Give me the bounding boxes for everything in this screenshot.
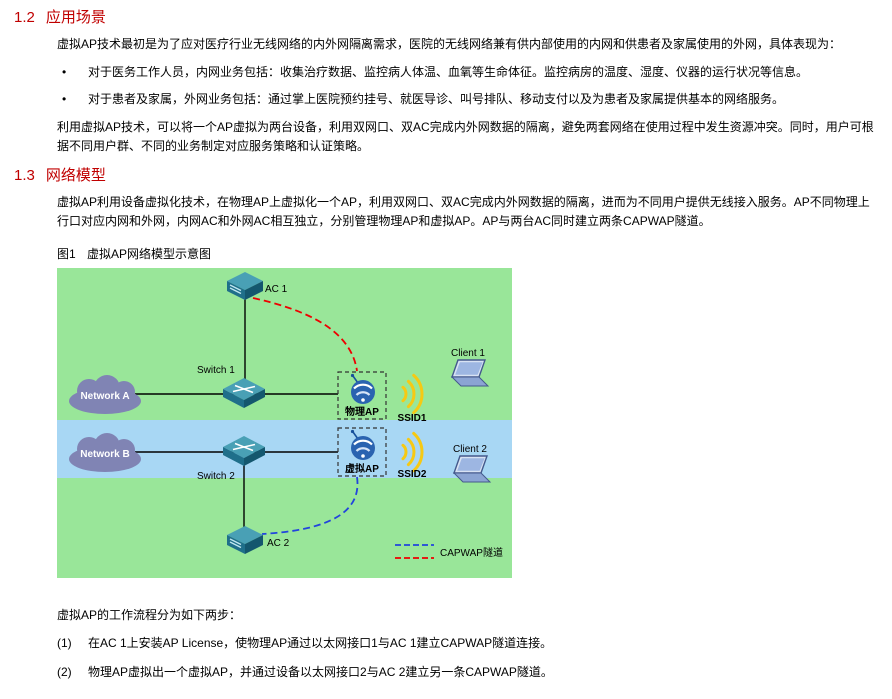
legend-capwap-label: CAPWAP隧道: [440, 546, 503, 559]
bullet-list: • 对于医务工作人员，内网业务包括：收集治疗数据、监控病人体温、血氧等生命体征。…: [57, 64, 874, 108]
figure-caption: 图1 虚拟AP网络模型示意图: [57, 245, 874, 262]
step-item: (1) 在AC 1上安装AP License，使物理AP通过以太网接口1与AC …: [57, 635, 874, 652]
step-text: 在AC 1上安装AP License，使物理AP通过以太网接口1与AC 1建立C…: [88, 636, 553, 650]
bullet-marker: •: [62, 65, 67, 79]
switch1-label: Switch 1: [197, 365, 235, 376]
capwap-tunnel-ac2: [261, 476, 359, 535]
closing-paragraph: 利用虚拟AP技术，可以将一个AP虚拟为两台设备，利用双网口、双AC完成内外网数据…: [57, 120, 874, 153]
bullet-item: • 对于患者及家属，外网业务包括：通过掌上医院预约挂号、就医导诊、叫号排队、移动…: [57, 91, 874, 108]
model-paragraph: 虚拟AP利用设备虚拟化技术，在物理AP上虚拟化一个AP，利用双网口、双AC完成内…: [57, 195, 870, 228]
figure-label: 图1: [57, 247, 76, 261]
ssid2-label: SSID2: [398, 469, 427, 480]
ssid1-label: SSID1: [398, 413, 427, 424]
section-title: 网络模型: [45, 167, 106, 184]
switch2-label: Switch 2: [197, 471, 235, 482]
step-item: (2) 物理AP虚拟出一个虚拟AP，并通过设备以太网接口2与AC 2建立另一条C…: [57, 664, 874, 681]
network-model-diagram: AC 1 Switch 1 Network A 物理AP SSID1 Clien…: [57, 268, 512, 578]
virtual-ap-label: 虚拟AP: [345, 462, 379, 475]
network-b-label: Network B: [80, 449, 129, 460]
section-number: 1.3: [14, 167, 35, 184]
client1-label: Client 1: [451, 348, 485, 359]
bullet-text: 对于患者及家属，外网业务包括：通过掌上医院预约挂号、就医导诊、叫号排队、移动支付…: [88, 92, 785, 106]
ac2-label: AC 2: [267, 538, 290, 549]
section-number: 1.2: [14, 9, 35, 26]
bullet-marker: •: [62, 92, 67, 106]
capwap-tunnel-ac1: [252, 297, 358, 372]
client2-label: Client 2: [453, 444, 487, 455]
network-a-label: Network A: [80, 391, 129, 402]
step-number: (1): [57, 636, 72, 650]
document-page: 1.2 应用场景 虚拟AP技术最初是为了应对医疗行业无线网络的内外网隔离需求，医…: [14, 6, 876, 681]
bullet-item: • 对于医务工作人员，内网业务包括：收集治疗数据、监控病人体温、血氧等生命体征。…: [57, 64, 874, 81]
physical-ap-dashed-box: [337, 371, 387, 420]
step-text: 物理AP虚拟出一个虚拟AP，并通过设备以太网接口2与AC 2建立另一条CAPWA…: [88, 665, 553, 679]
section-applications-body: 虚拟AP技术最初是为了应对医疗行业无线网络的内外网隔离需求，医院的无线网络兼有供…: [57, 35, 874, 156]
section-model-body: 虚拟AP利用设备虚拟化技术，在物理AP上虚拟化一个AP，利用双网口、双AC完成内…: [57, 193, 874, 681]
section-heading-applications: 1.2 应用场景: [14, 6, 876, 27]
section-title: 应用场景: [45, 9, 106, 26]
bullet-text: 对于医务工作人员，内网业务包括：收集治疗数据、监控病人体温、血氧等生命体征。监控…: [88, 65, 809, 79]
section-heading-model: 1.3 网络模型: [14, 164, 876, 185]
virtual-ap-dashed-box: [337, 427, 387, 477]
figure-title: 虚拟AP网络模型示意图: [87, 247, 212, 261]
intro-paragraph: 虚拟AP技术最初是为了应对医疗行业无线网络的内外网隔离需求，医院的无线网络兼有供…: [57, 37, 842, 51]
workflow-steps: (1) 在AC 1上安装AP License，使物理AP通过以太网接口1与AC …: [57, 635, 874, 681]
ac1-label: AC 1: [265, 284, 288, 295]
step-number: (2): [57, 665, 72, 679]
workflow-intro: 虚拟AP的工作流程分为如下两步：: [57, 608, 242, 622]
physical-ap-label: 物理AP: [345, 405, 379, 418]
